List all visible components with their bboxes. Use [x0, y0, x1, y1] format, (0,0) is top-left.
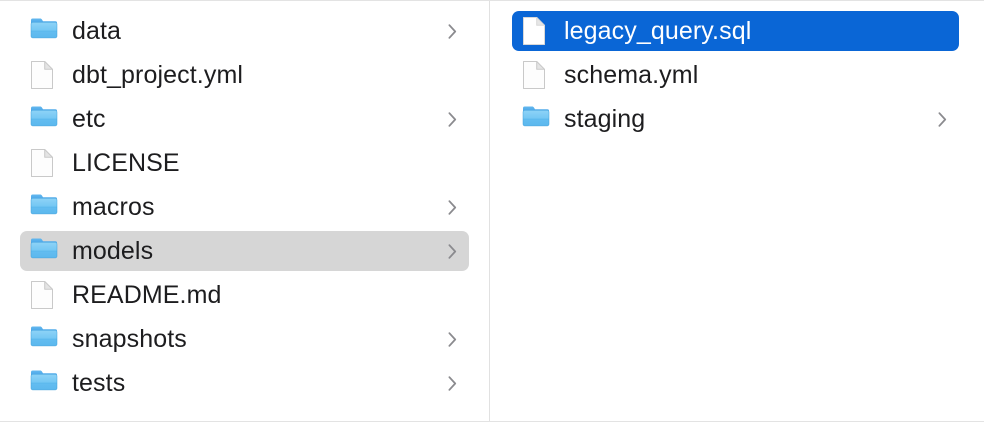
folder-row[interactable]: tests: [20, 363, 469, 403]
folder-row[interactable]: data: [20, 11, 469, 51]
folder-row[interactable]: staging: [512, 99, 959, 139]
folder-icon: [30, 324, 58, 354]
item-label: models: [72, 237, 154, 265]
item-label: legacy_query.sql: [564, 17, 752, 45]
chevron-right-icon: [445, 109, 459, 129]
folder-icon: [522, 104, 550, 134]
folder-row[interactable]: etc: [20, 99, 469, 139]
document-icon: [30, 280, 58, 310]
file-row[interactable]: legacy_query.sql: [512, 11, 959, 51]
chevron-right-icon: [445, 329, 459, 349]
folder-row[interactable]: snapshots: [20, 319, 469, 359]
folder-icon: [30, 104, 58, 134]
chevron-right-icon: [445, 21, 459, 41]
item-label: schema.yml: [564, 61, 699, 89]
chevron-right-icon: [445, 373, 459, 393]
item-label: README.md: [72, 281, 222, 309]
file-column-child: legacy_query.sql schema.yml staging: [490, 1, 983, 421]
document-icon: [30, 148, 58, 178]
item-label: snapshots: [72, 325, 187, 353]
chevron-right-icon: [935, 109, 949, 129]
chevron-right-icon: [445, 197, 459, 217]
file-row[interactable]: dbt_project.yml: [20, 55, 469, 95]
item-label: etc: [72, 105, 106, 133]
file-row[interactable]: LICENSE: [20, 143, 469, 183]
folder-icon: [30, 236, 58, 266]
folder-icon: [30, 368, 58, 398]
document-icon: [522, 16, 550, 46]
chevron-right-icon: [445, 241, 459, 261]
folder-icon: [30, 192, 58, 222]
document-icon: [30, 60, 58, 90]
folder-icon: [30, 16, 58, 46]
item-label: tests: [72, 369, 126, 397]
item-label: data: [72, 17, 122, 45]
item-label: macros: [72, 193, 155, 221]
file-row[interactable]: README.md: [20, 275, 469, 315]
item-label: dbt_project.yml: [72, 61, 244, 89]
item-label: LICENSE: [72, 149, 180, 177]
file-row[interactable]: schema.yml: [512, 55, 959, 95]
folder-row[interactable]: models: [20, 231, 469, 271]
item-label: staging: [564, 105, 646, 133]
document-icon: [522, 60, 550, 90]
folder-row[interactable]: macros: [20, 187, 469, 227]
